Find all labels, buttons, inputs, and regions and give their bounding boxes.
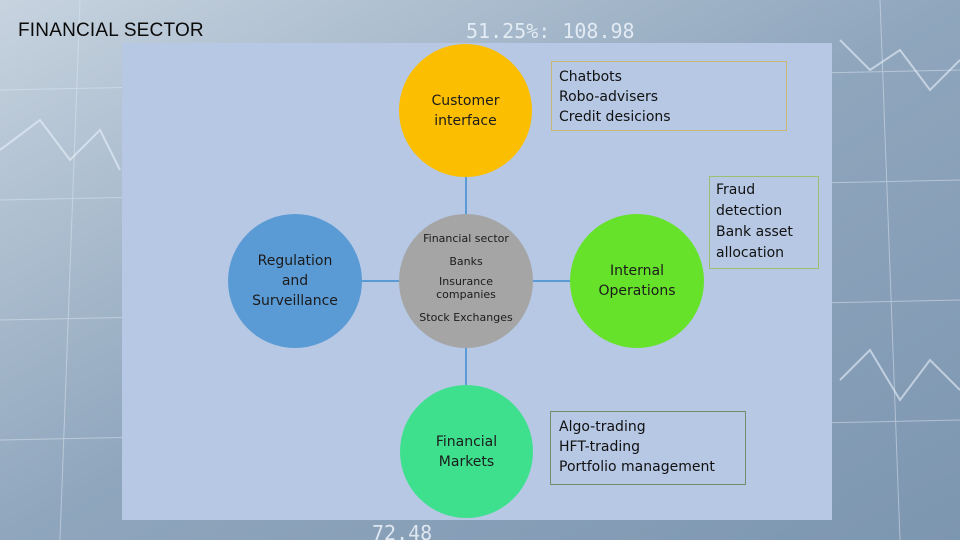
note-internal-operations: Fraud detection Bank asset allocation — [709, 176, 819, 269]
note-fraud: Fraud — [716, 182, 756, 198]
node-regulation-label-2: and — [281, 273, 309, 289]
node-core-item-banks: Banks — [449, 254, 483, 268]
note-allocation: allocation — [716, 245, 785, 261]
note-chatbots: Chatbots — [559, 69, 622, 85]
background-figure-top: 51.25%: 108.98 — [466, 19, 635, 43]
note-hft-trading: HFT-trading — [559, 439, 641, 455]
note-portfolio-management: Portfolio management — [559, 459, 715, 475]
node-internal-label-2: Operations — [598, 283, 676, 299]
node-customer-interface: Customer interface — [399, 44, 532, 177]
note-financial-markets: Algo-trading HFT-trading Portfolio manag… — [550, 411, 746, 485]
note-credit-decisions: Credit desicions — [559, 109, 671, 125]
background-figure-bottom: 72.48 — [372, 521, 432, 540]
node-core-item-companies: companies — [436, 287, 496, 301]
note-robo-advisers: Robo-advisers — [559, 89, 659, 105]
node-financial-markets: Financial Markets — [400, 385, 533, 518]
node-markets-label-1: Financial — [435, 433, 498, 450]
node-regulation-surveillance: Regulation and Surveillance — [228, 214, 362, 348]
note-algo-trading: Algo-trading — [559, 419, 646, 435]
node-core-stock-exchanges: Stock Exchanges — [419, 311, 513, 324]
slide-title: FINANCIAL SECTOR — [18, 20, 204, 41]
node-regulation-label-1: Regulation — [257, 253, 333, 269]
node-customer-interface-label-2: interface — [434, 112, 497, 129]
note-bank-asset: Bank asset — [716, 224, 793, 240]
node-core-title: Financial sector — [423, 231, 509, 245]
node-internal-operations: Internal Operations — [570, 214, 704, 348]
node-internal-label-1: Internal — [610, 263, 664, 279]
note-detection: detection — [716, 203, 783, 219]
node-financial-sector: Financial sector Banks Insurance compani… — [399, 214, 533, 348]
node-core-item-insurance: Insurance — [439, 274, 493, 288]
node-regulation-label-3: Surveillance — [252, 293, 338, 309]
note-customer-interface: Chatbots Robo-advisers Credit desicions — [551, 61, 787, 131]
node-customer-interface-label-1: Customer — [431, 92, 500, 109]
node-markets-label-2: Markets — [438, 453, 495, 470]
